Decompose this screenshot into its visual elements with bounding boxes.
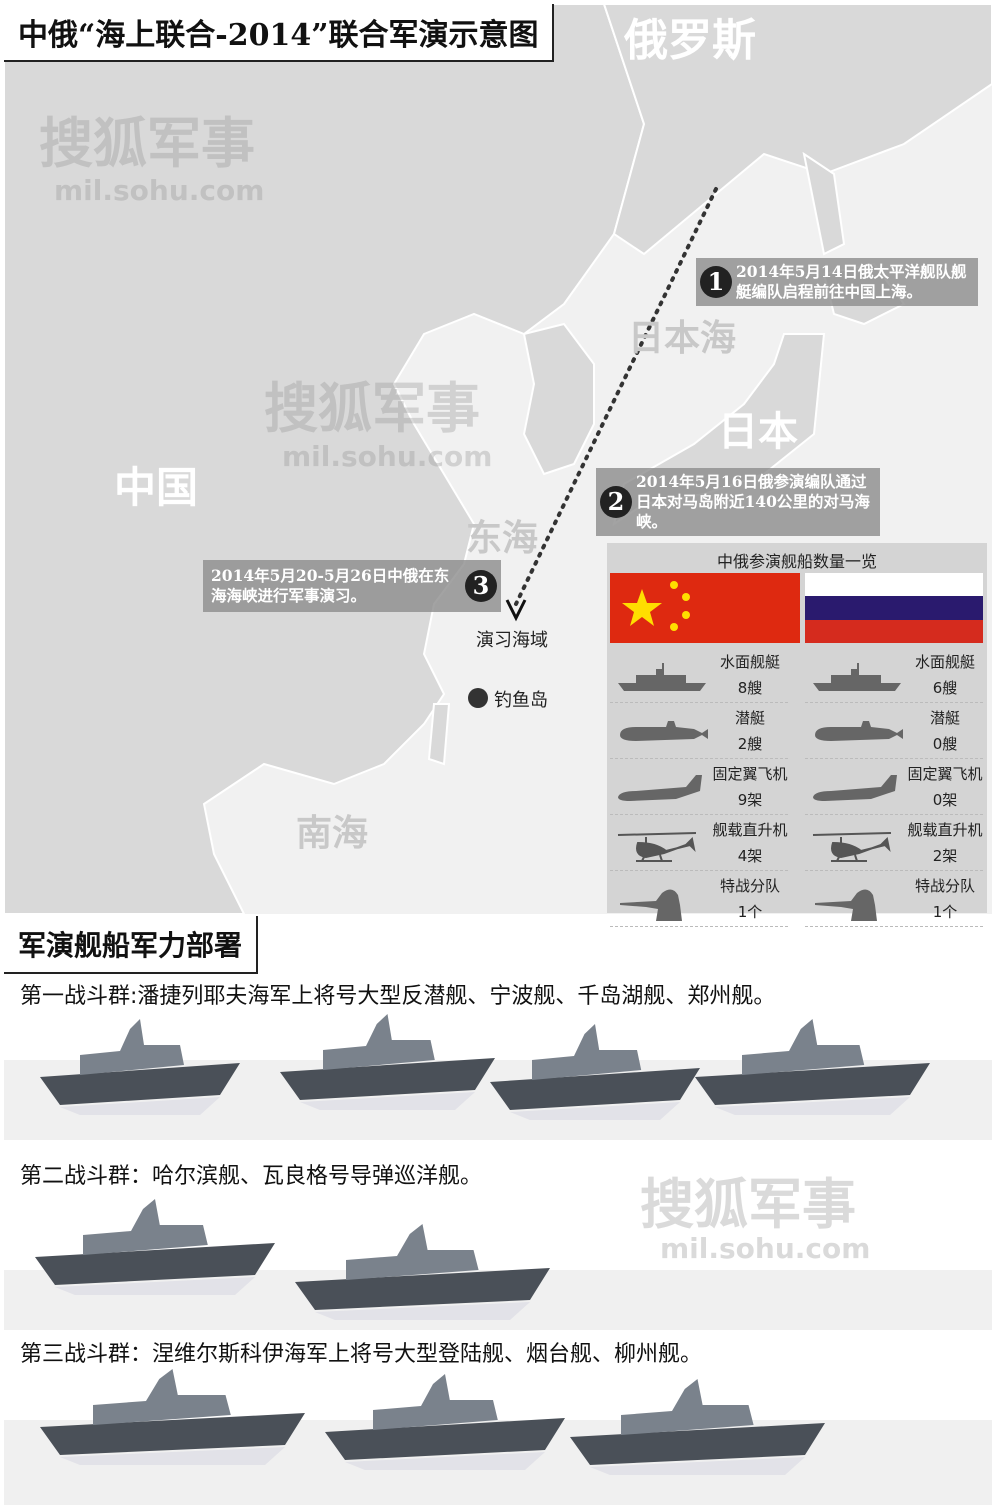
- watermark-url: mil.sohu.com: [660, 1232, 871, 1265]
- label-exercise-area: 演习海域: [476, 630, 548, 651]
- soldier-icon: [815, 889, 877, 921]
- stat-row-1: 潜艇 0艘: [805, 703, 983, 759]
- stat-label: 舰载直升机: [712, 821, 788, 839]
- warship-photo-8: [325, 1374, 565, 1470]
- watermark-logo: 搜狐军事: [264, 377, 480, 440]
- watermark-logo: 搜狐军事: [640, 1173, 856, 1236]
- russia-column: 水面舰艇 6艘潜艇 0艘固定翼飞机 0架舰载直升机 2架特战分队 1个: [805, 573, 983, 927]
- submarine-icon: [620, 721, 708, 741]
- watermark-url: mil.sohu.com: [282, 440, 493, 473]
- stat-label: 水面舰艇: [719, 653, 780, 671]
- stat-label: 特战分队: [719, 877, 780, 895]
- stat-value: 2架: [932, 847, 958, 865]
- warship-photo-1: [40, 1019, 240, 1115]
- soldier-icon: [620, 889, 682, 921]
- stat-value: 0架: [932, 791, 958, 809]
- warship-photo-7: [40, 1369, 305, 1465]
- stats-title: 中俄参演舰船数量一览: [716, 552, 877, 571]
- stat-row-4: 特战分队 1个: [805, 871, 983, 927]
- group-2-text: 第二战斗群：哈尔滨舰、瓦良格号导弹巡洋舰。: [20, 1164, 483, 1189]
- stat-value: 8艘: [737, 679, 763, 697]
- label-diaoyu: 钓鱼岛: [494, 690, 548, 711]
- airplane-icon: [813, 775, 897, 801]
- group-3-text: 第三战斗群：涅维尔斯科伊海军上将号大型登陆舰、烟台舰、柳州舰。: [20, 1342, 703, 1367]
- stat-value: 9架: [737, 791, 763, 809]
- label-china: 中国: [114, 463, 199, 512]
- label-japan-sea: 日本海: [628, 317, 737, 359]
- warship-photo-5: [35, 1199, 275, 1295]
- stat-value: 0艘: [932, 735, 958, 753]
- warship-photo-3: [490, 1024, 700, 1120]
- russia-flag-icon: [805, 573, 983, 643]
- warship-photo-2: [280, 1014, 495, 1110]
- stat-value: 6艘: [932, 679, 958, 697]
- deployment-title: 军演舰船军力部署: [4, 916, 259, 974]
- helicopter-icon: [812, 832, 892, 862]
- watermark-logo: 搜狐军事: [39, 112, 255, 175]
- china-column: 水面舰艇 8艘潜艇 2艘固定翼飞机 9架舰载直升机 4架特战分队 1个: [610, 573, 800, 927]
- stat-row-0: 水面舰艇 6艘: [805, 647, 983, 703]
- helicopter-icon: [617, 832, 697, 862]
- label-russia: 俄罗斯: [624, 15, 756, 66]
- stat-value: 4架: [737, 847, 763, 865]
- stat-label: 潜艇: [929, 709, 960, 727]
- warship-photo-6: [295, 1224, 550, 1320]
- stat-row-1: 潜艇 2艘: [610, 703, 788, 759]
- map: 搜狐军事 mil.sohu.com 搜狐军事 mil.sohu.com 俄罗斯 …: [4, 4, 992, 914]
- stat-value: 1个: [737, 903, 763, 921]
- warship-photo-4: [695, 1019, 930, 1115]
- airplane-icon: [618, 775, 702, 801]
- label-east-sea: 东海: [466, 517, 539, 559]
- group-1-text: 第一战斗群:潘捷列耶夫海军上将号大型反潜舰、宁波舰、千岛湖舰、郑州舰。: [20, 984, 776, 1009]
- stat-row-3: 舰载直升机 2架: [805, 815, 983, 871]
- submarine-icon: [815, 721, 903, 741]
- page-title: 中俄“海上联合-2014”联合军演示意图: [4, 4, 555, 62]
- warship-icon: [618, 663, 706, 691]
- stat-label: 特战分队: [914, 877, 975, 895]
- stat-label: 固定翼飞机: [712, 765, 788, 783]
- stat-row-3: 舰载直升机 4架: [610, 815, 788, 871]
- stat-value: 1个: [932, 903, 958, 921]
- label-south-sea: 南海: [296, 812, 369, 854]
- stat-value: 2艘: [737, 735, 763, 753]
- stat-row-0: 水面舰艇 8艘: [610, 647, 788, 703]
- stats-panel: 中俄参演舰船数量一览 水面舰艇 8艘潜艇 2艘固定翼飞机 9架舰载直升机 4架特战分队 1…: [607, 543, 987, 927]
- stat-label: 潜艇: [734, 709, 765, 727]
- stat-label: 固定翼飞机: [907, 765, 983, 783]
- stat-row-4: 特战分队 1个: [610, 871, 788, 927]
- watermark-url: mil.sohu.com: [54, 174, 265, 207]
- diaoyu-marker-icon: [468, 688, 488, 708]
- warship-icon: [813, 663, 901, 691]
- stat-label: 水面舰艇: [914, 653, 975, 671]
- stat-row-2: 固定翼飞机 9架: [610, 759, 788, 815]
- china-flag-icon: [610, 573, 800, 643]
- stat-row-2: 固定翼飞机 0架: [805, 759, 983, 815]
- label-japan: 日本: [718, 408, 798, 455]
- stat-label: 舰载直升机: [907, 821, 983, 839]
- warship-photo-9: [570, 1379, 825, 1475]
- route-arrow-icon: [505, 599, 527, 622]
